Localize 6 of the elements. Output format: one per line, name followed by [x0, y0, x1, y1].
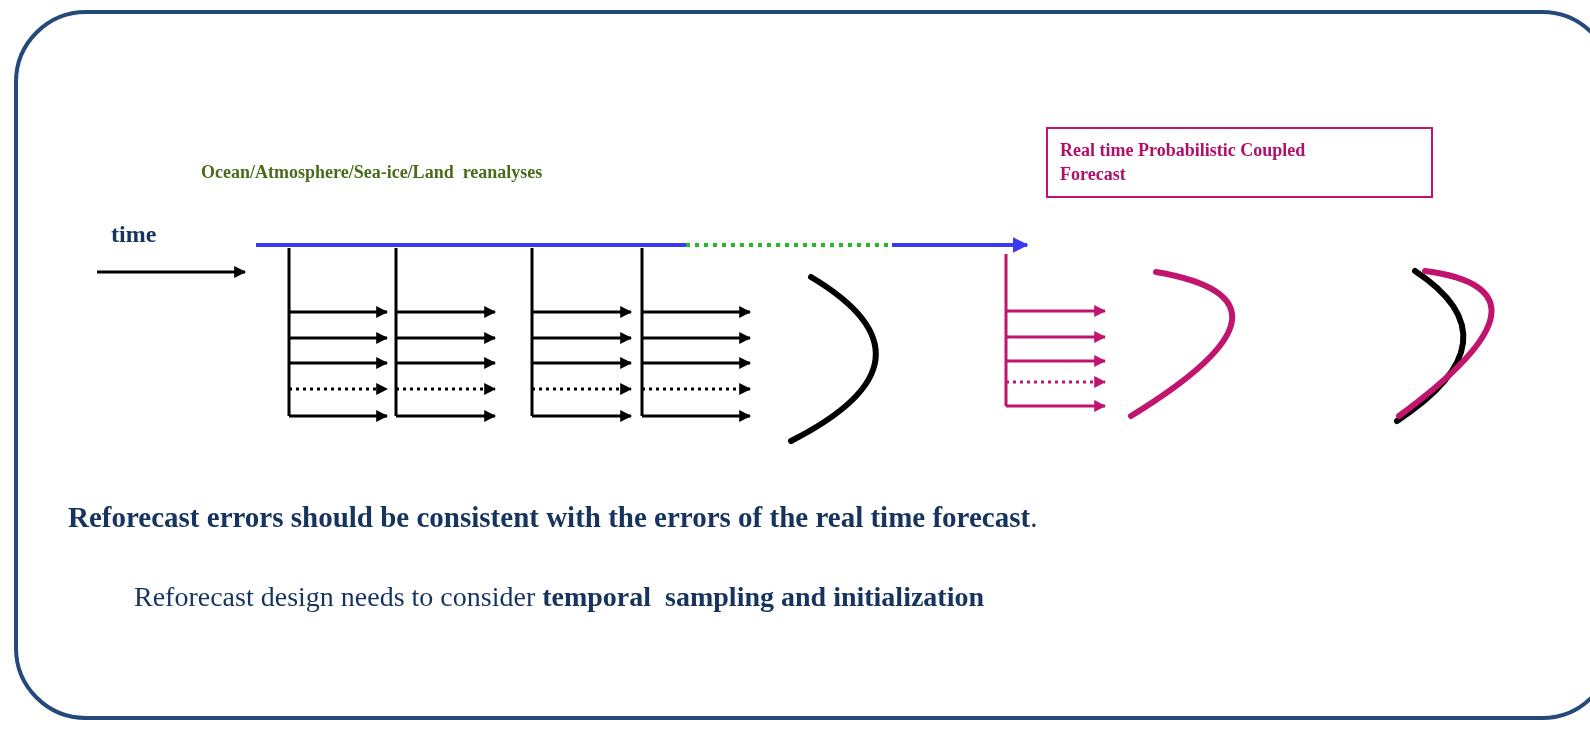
conclusion-text: Reforecast errors should be consistent with the errors of the real time forecast.	[68, 500, 1038, 535]
design-note: Reforecast design needs to consider temporal sampling and initialization	[134, 580, 985, 614]
box-title: Real time Probabilistic Coupled Forecast	[1060, 139, 1307, 186]
time-label: time	[111, 220, 157, 249]
forecast-box	[1046, 127, 1433, 198]
reanalyses-heading: Ocean/Atmosphere/Sea-ice/Land reanalyses	[201, 162, 543, 184]
